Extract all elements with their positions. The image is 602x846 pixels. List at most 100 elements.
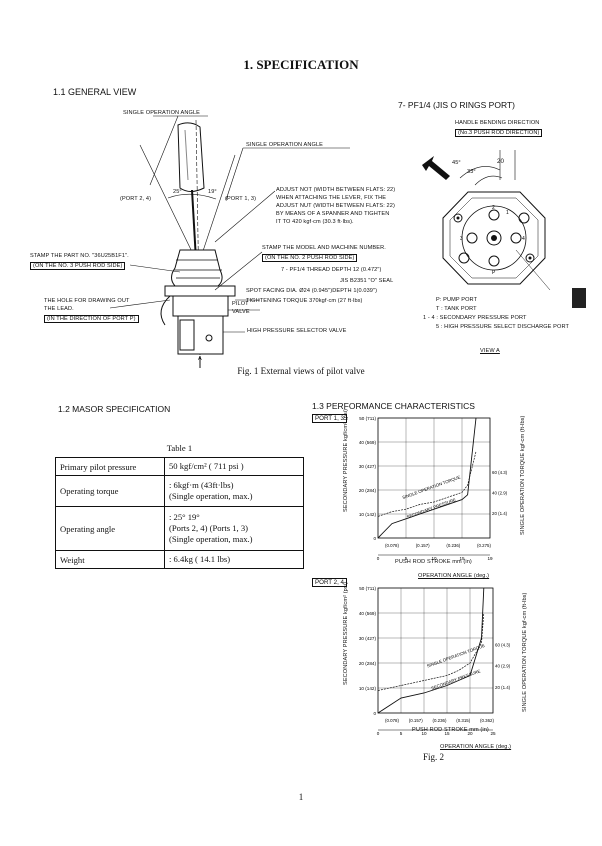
- chart1-ylabel: SECONDARY PRESSURE kgf/cm² (psi): [343, 408, 349, 512]
- view-a-label: VIEW A: [480, 348, 500, 354]
- angle-33-label: 33°: [467, 169, 476, 175]
- x-tick-label: (0.362): [480, 718, 494, 723]
- series-label: SECONDARY PRESSURE: [406, 497, 457, 519]
- chart1-title: PORT 1, 3: [312, 414, 348, 423]
- stamp-part-line1: STAMP THE PART NO. "36U25B1F1".: [30, 253, 129, 259]
- y2-tick-label: 40 (2.9): [495, 664, 511, 669]
- y2-tick-label: 20 (1.4): [495, 685, 511, 690]
- table-cell-value: : 6kgf·m (43ft·lbs) (Single operation, m…: [164, 475, 304, 507]
- angle-19-label: 19°: [208, 189, 217, 195]
- table-cell-value: : 6.4kg ( 14.1 lbs): [164, 550, 304, 569]
- x2-tick-label: 0: [377, 556, 380, 561]
- x2-tick-label: 5: [405, 556, 408, 561]
- chart2-title: PORT 2, 4: [312, 578, 348, 587]
- page-title: 1. SPECIFICATION: [243, 57, 359, 72]
- x2-tick-label: 10: [421, 731, 427, 736]
- y-tick-label: 50 (711): [359, 586, 376, 591]
- series-label: SECONDARY PRESSURE: [431, 668, 482, 690]
- page-number: 1: [298, 792, 304, 802]
- chart1-x2label: OPERATION ANGLE (deg.): [418, 573, 490, 579]
- handle-direction-line2: (No.3 PUSH ROD DIRECTION): [455, 129, 543, 137]
- x-tick-label: (0.315): [456, 718, 470, 723]
- chart1-plot: 50 (711) 40 (569) 30 (427) 20 (284) 10 (142)…: [359, 416, 508, 561]
- series-line: [377, 612, 485, 691]
- table-row: Weight : 6.4kg ( 14.1 lbs): [55, 550, 304, 569]
- y-tick-label: 30 (427): [359, 636, 377, 641]
- adjust-nut-note: ADJUST NOT (WIDTH BETWEEN FLATS: 22) WHE…: [276, 187, 396, 225]
- angle-45-label: 45°: [452, 160, 461, 166]
- dim-20-label: 20: [497, 158, 504, 165]
- y-tick-label: 40 (569): [359, 440, 377, 445]
- hole-note-line1: THE HOLE FOR DRAWING OUT: [44, 298, 130, 304]
- y-tick-label: 10 (142): [359, 512, 377, 517]
- label-port-1-3: (PORT 1, 3): [225, 196, 257, 202]
- svg-text:1: 1: [506, 210, 509, 216]
- thread-spec: 7 - PF1/4 THREAD DEPTH 12 (0.472"): [281, 267, 382, 273]
- chart1-y2label: SINGLE OPERATION TORQUE kgf-cm (ft-lbs): [520, 415, 526, 535]
- spec-table: Primary pilot pressure 50 kgf/cm² ( 711 …: [55, 457, 304, 569]
- series-line: [377, 587, 485, 714]
- y2-tick-label: 60 (4.3): [495, 642, 511, 647]
- lever-drawing: [109, 115, 350, 368]
- series-label: SINGLE OPERATION TORQUE: [426, 643, 485, 669]
- x-tick-label: (0.157): [409, 718, 423, 723]
- table-caption: Table 1: [166, 443, 193, 453]
- legend-port-t: T : TANK PORT: [436, 306, 477, 312]
- fig2-caption: Fig. 2: [423, 752, 445, 762]
- fig1-caption: Fig. 1 External views of pilot valve: [237, 366, 365, 376]
- chart2-x2label: OPERATION ANGLE (deg.): [440, 744, 512, 750]
- y-tick-label: 0: [373, 536, 376, 541]
- tightening-torque-spec: TIGHTENING TORQUE 370kgf·cm (27 ft·lbs): [246, 298, 363, 304]
- x2-tick-label: 25: [490, 731, 496, 736]
- x-tick-label: (0.236): [433, 718, 447, 723]
- chart2-ylabel: SECONDARY PRESSURE kgf/cm² (psi): [343, 581, 349, 685]
- hp-selector-label: HIGH PRESSURE SELECTOR VALVE: [247, 328, 347, 334]
- stamp-model-line1: STAMP THE MODEL AND MACHINE NUMBER.: [262, 245, 386, 251]
- y-tick-label: 30 (427): [359, 464, 377, 469]
- table-cell-value: : 25° 19° (Ports 2, 4) (Ports 1, 3) (Sin…: [164, 506, 304, 551]
- legend-port-1-4: 1 - 4 : SECONDARY PRESSURE PORT: [423, 315, 527, 321]
- y-tick-label: 20 (284): [359, 661, 377, 666]
- label-single-angle-top: SINGLE OPERATION ANGLE: [123, 110, 201, 116]
- svg-text:3: 3: [460, 236, 463, 242]
- table-row: Operating angle : 25° 19° (Ports 2, 4) (…: [55, 506, 304, 551]
- series-label: SINGLE OPERATION TORQUE: [402, 474, 461, 500]
- table-cell-value: 50 kgf/cm² ( 711 psi ): [164, 457, 304, 476]
- table-cell-label: Operating angle: [55, 506, 165, 551]
- seal-spec: JIS B2351 "O" SEAL: [340, 278, 394, 284]
- x2-tick-label: 19: [487, 556, 493, 561]
- legend-port-p: P: PUMP PORT: [436, 297, 478, 303]
- x-tick-label: (0.078): [385, 718, 399, 723]
- svg-text:P: P: [492, 270, 496, 276]
- x2-tick-label: 15: [444, 731, 450, 736]
- x-tick-label: (0.275): [477, 543, 491, 548]
- handle-direction-line1: HANDLE BENDING DIRECTION: [455, 120, 540, 126]
- y-tick-label: 0: [373, 711, 376, 716]
- stamp-part-line2: (ON THE NO. 3 PUSH ROD SIDE): [30, 262, 126, 270]
- x2-tick-label: 0: [377, 731, 380, 736]
- hole-note-line3: (IN THE DIRECTION OF PORT P): [44, 315, 139, 323]
- view-arrow-a: A: [198, 356, 202, 362]
- label-single-angle-mid: SINGLE OPERATION ANGLE: [246, 142, 324, 148]
- y-tick-label: 50 (711): [359, 416, 376, 421]
- series-line: [377, 451, 477, 517]
- chart2-plot: 50 (711)40 (569)30 (427)20 (284)10 (142)…: [359, 586, 511, 736]
- angle-25-label: 25°: [173, 189, 182, 195]
- y-tick-label: 20 (284): [359, 488, 377, 493]
- legend-port-5: 5 : HIGH PRESSURE SELECT DISCHARGE PORT: [436, 324, 570, 330]
- stamp-model-line2: (ON THE NO. 2 PUSH ROD SIDE): [262, 254, 358, 262]
- section-1-2-heading: 1.2 MASOR SPECIFICATION: [58, 404, 171, 414]
- y2-tick-label: 20 (1.4): [492, 511, 508, 516]
- series-line: [377, 417, 477, 539]
- svg-text:4: 4: [522, 236, 525, 242]
- port-face-drawing: 2 1 3 4 P: [422, 150, 551, 290]
- table-row: Primary pilot pressure 50 kgf/cm² ( 711 …: [55, 457, 304, 476]
- table-cell-label: Weight: [55, 550, 165, 569]
- hole-note-line2: THE LEAD.: [44, 306, 74, 312]
- section-1-3-heading: 1.3 PERFORMANCE CHARACTERISTICS: [312, 401, 475, 411]
- label-port-2-4: (PORT 2, 4): [120, 196, 152, 202]
- x2-tick-label: 10: [431, 556, 437, 561]
- x2-tick-label: 15: [459, 556, 465, 561]
- y-tick-label: 10 (142): [359, 686, 377, 691]
- section-1-1-heading: 1.1 GENERAL VIEW: [53, 87, 137, 97]
